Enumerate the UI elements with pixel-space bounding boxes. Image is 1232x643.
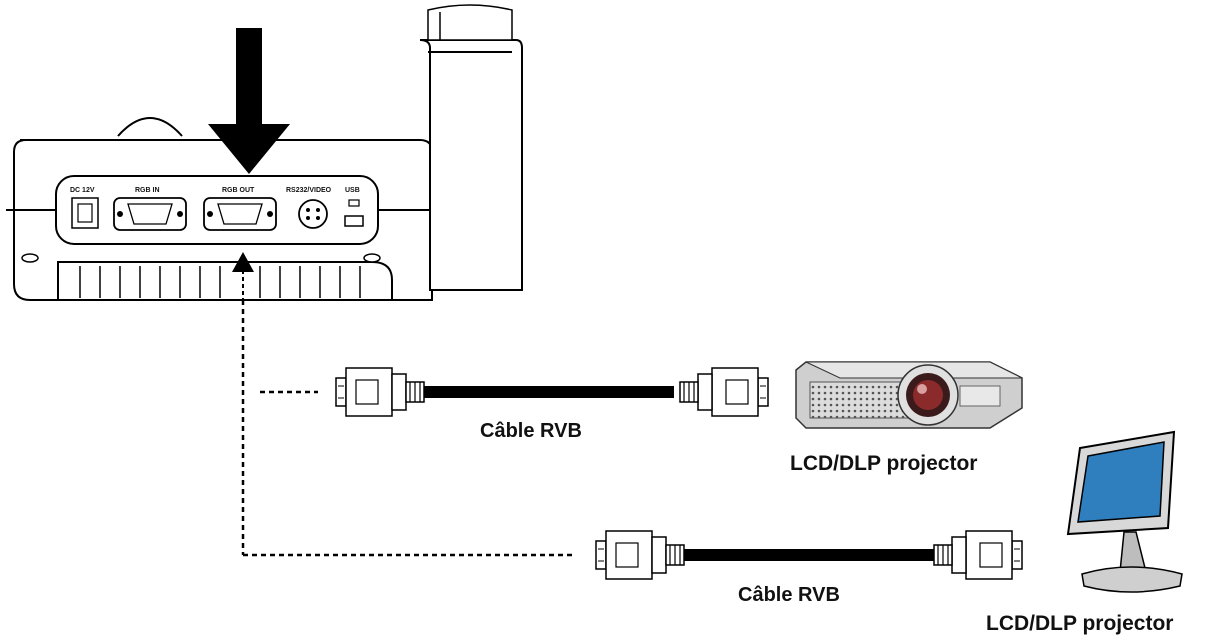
down-arrow-icon <box>208 28 290 174</box>
rgb-in-port <box>113 197 187 231</box>
vga-cable-2 <box>595 530 1023 580</box>
device-label-projector: LCD/DLP projector <box>790 452 978 475</box>
monitor-icon <box>1066 430 1183 593</box>
device-label-monitor: LCD/DLP projector <box>986 612 1174 635</box>
port-label-dc: DC 12V <box>70 187 95 194</box>
vga-cable-1 <box>335 367 769 417</box>
up-arrow-icon <box>232 252 254 300</box>
port-label-rgb-out: RGB OUT <box>222 187 255 194</box>
document-camera: DC 12V RGB IN RGB OUT RS232/VIDEO USB <box>6 4 523 301</box>
port-label-usb: USB <box>345 187 360 194</box>
usb-port <box>344 199 364 227</box>
cable-label-1: Câble RVB <box>480 420 582 442</box>
rs232-video-port <box>298 199 328 229</box>
port-label-rs232: RS232/VIDEO <box>286 187 332 194</box>
dc-power-jack <box>71 197 99 229</box>
dotted-connector <box>241 300 576 557</box>
port-label-rgb-in: RGB IN <box>135 187 160 194</box>
rgb-out-port <box>203 197 277 231</box>
cable-label-2: Câble RVB <box>738 584 840 606</box>
projector-icon <box>795 361 1023 429</box>
